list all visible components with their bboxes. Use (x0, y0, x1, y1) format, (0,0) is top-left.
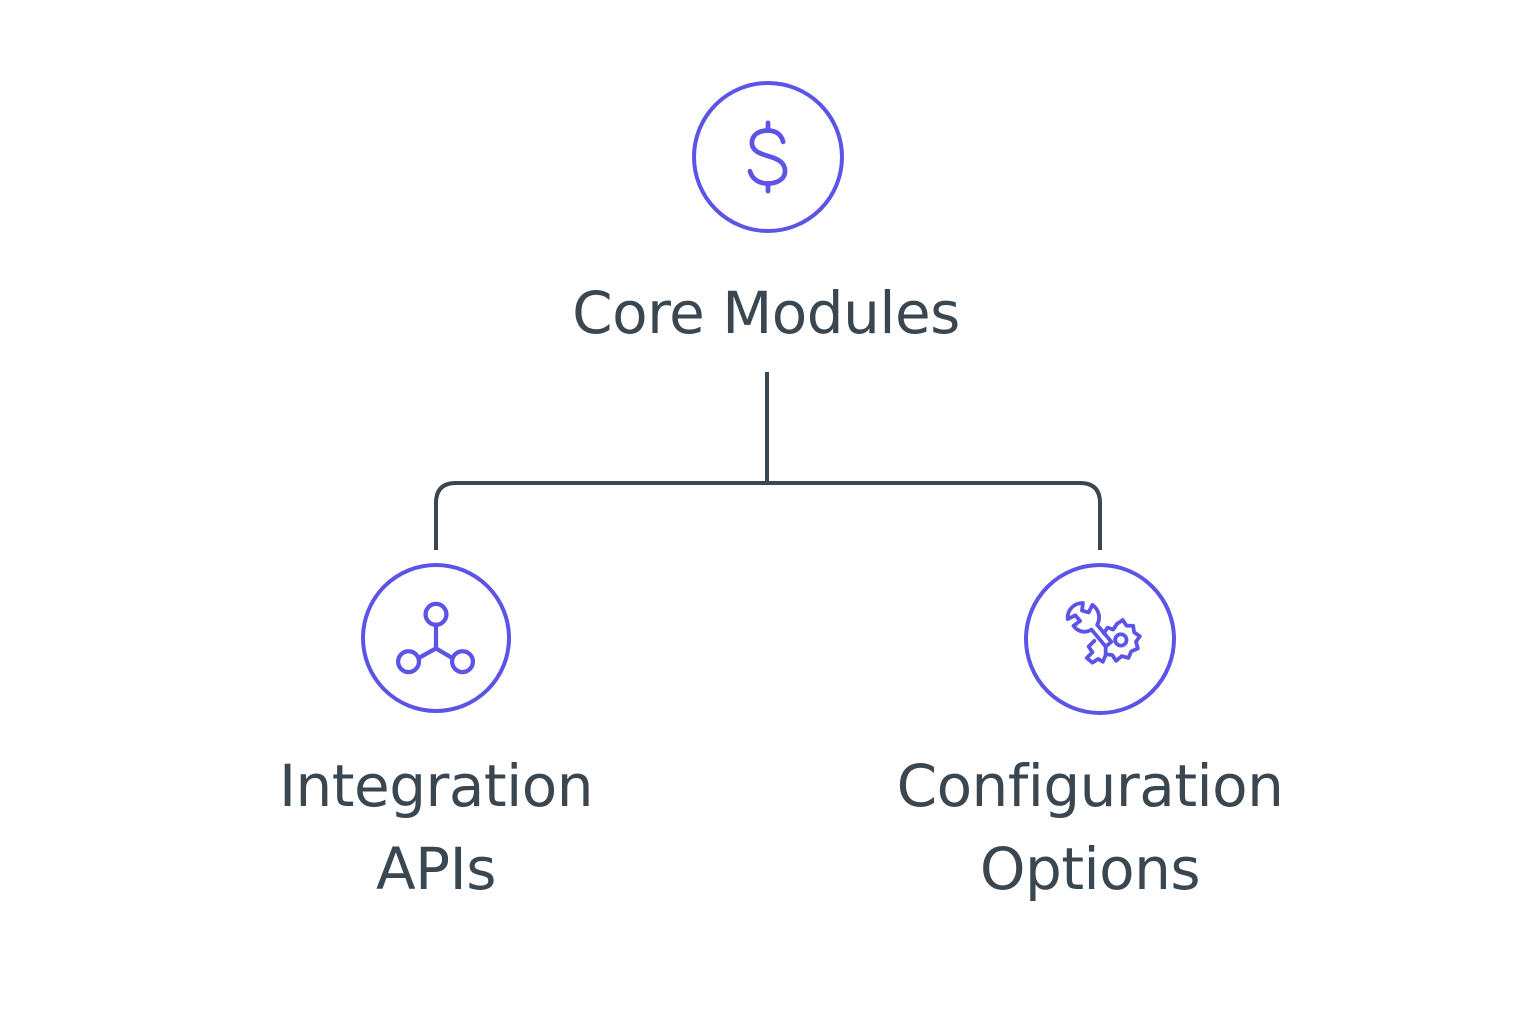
branch-bar-line (434, 481, 1102, 550)
network-nodes-icon (396, 601, 476, 675)
wrench-gear-icon (1065, 601, 1142, 665)
core-modules-node (692, 81, 844, 233)
configuration-options-label-line2: Options (979, 834, 1201, 903)
integration-apis-label: Integration APIs (186, 745, 686, 911)
configuration-options-label-line1: Configuration (896, 752, 1284, 820)
integration-apis-node (361, 563, 511, 713)
dollar-sign-icon (747, 120, 788, 194)
configuration-options-node (1024, 563, 1176, 715)
configuration-options-label: Configuration Options (840, 745, 1340, 911)
integration-apis-label-line2: APIs (376, 834, 496, 903)
core-modules-label: Core Modules (572, 279, 960, 347)
integration-apis-label-line1: Integration (278, 752, 594, 820)
